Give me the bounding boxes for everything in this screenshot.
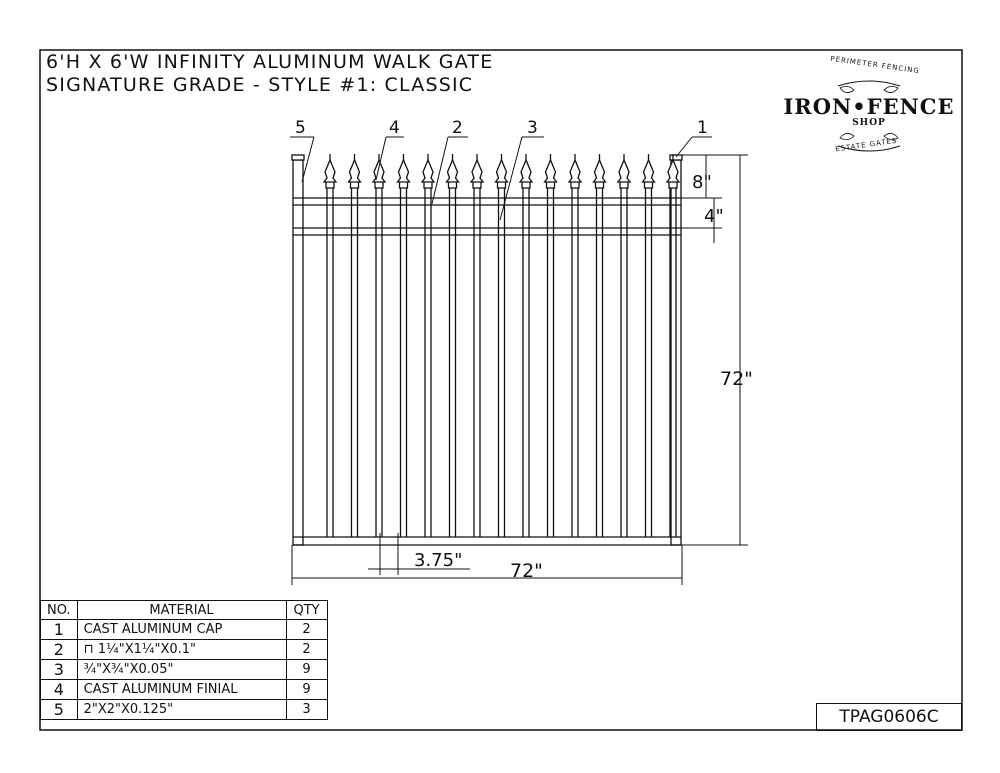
bom-qty: 9	[285, 659, 328, 680]
bom-header-qty: QTY	[285, 600, 328, 620]
bom-material: ¾"X¾"X0.05"	[76, 659, 287, 680]
bom-no: 5	[40, 699, 78, 720]
post-cap	[291, 154, 305, 161]
logo-sub-text: SHOP	[852, 118, 886, 128]
bom-material: CAST ALUMINUM CAP	[76, 619, 287, 640]
logo-main-text: IRON•FENCE	[783, 94, 955, 119]
bom-no: 1	[40, 619, 78, 640]
finial-icon	[567, 158, 583, 189]
finial-icon	[494, 158, 509, 189]
dim-width: 72"	[510, 560, 543, 582]
finial-icon	[469, 158, 485, 189]
bom-row: 3 ¾"X¾"X0.05" 9	[40, 659, 328, 680]
dim-top-gap: 8"	[692, 172, 712, 193]
finial-icon	[347, 158, 362, 189]
bom-no: 2	[40, 639, 78, 660]
bom-material: CAST ALUMINUM FINIAL	[76, 679, 287, 700]
bom-row: 1 CAST ALUMINUM CAP 2	[40, 619, 328, 640]
dim-rail-gap: 4"	[704, 206, 724, 227]
finial-icon	[641, 158, 656, 189]
finial-icon	[592, 158, 607, 189]
drawing-code: TPAG0606C	[816, 703, 962, 731]
bom-material: 2"X2"X0.125"	[76, 699, 287, 720]
bill-of-materials: NO. MATERIAL QTY 1 CAST ALUMINUM CAP 2 2…	[40, 600, 328, 720]
drawing-title-line2: SIGNATURE GRADE - STYLE #1: CLASSIC	[46, 74, 474, 96]
bom-qty: 9	[285, 679, 328, 700]
sheet-border	[39, 49, 963, 731]
bom-header-no: NO.	[40, 600, 78, 620]
callout-4: 4	[389, 118, 400, 138]
post-cap	[669, 154, 683, 161]
finial-icon	[322, 158, 338, 189]
finial-icon	[665, 158, 681, 189]
bom-no: 4	[40, 679, 78, 700]
dim-height: 72"	[720, 368, 753, 390]
finial-icon	[445, 158, 460, 189]
left-post	[292, 159, 304, 546]
finial-icon	[396, 158, 411, 189]
finial-icon	[371, 158, 387, 189]
gate-drawing	[291, 154, 683, 546]
bom-qty: 2	[285, 619, 328, 640]
callout-2: 2	[452, 118, 463, 138]
iron-fence-shop-logo: PERIMETER FENCING IRON•FENCE SHOP ESTATE…	[780, 55, 958, 168]
drawing-title-line1: 6'H X 6'W INFINITY ALUMINUM WALK GATE	[46, 51, 494, 73]
logo-ornament-icon	[837, 80, 901, 152]
finial-icon	[518, 158, 534, 189]
callout-leaders	[290, 136, 712, 221]
bom-row: 4 CAST ALUMINUM FINIAL 9	[40, 679, 328, 700]
bom-no: 3	[40, 659, 78, 680]
bom-row: 5 2"X2"X0.125" 3	[40, 699, 328, 720]
bom-qty: 3	[285, 699, 328, 720]
finial-icon	[616, 158, 632, 189]
callout-3: 3	[527, 118, 538, 138]
dim-picket-spacing: 3.75"	[414, 550, 463, 571]
bom-material: ⊓ 1¼"X1¼"X0.1"	[76, 639, 287, 660]
callout-1: 1	[697, 118, 708, 138]
dimension-lines	[291, 154, 748, 585]
callout-5: 5	[295, 118, 306, 138]
finial-icon	[543, 158, 558, 189]
bom-qty: 2	[285, 639, 328, 660]
bom-row: 2 ⊓ 1¼"X1¼"X0.1" 2	[40, 639, 328, 660]
bom-header-row: NO. MATERIAL QTY	[40, 600, 328, 620]
finial-icon	[420, 158, 436, 189]
bom-header-material: MATERIAL	[76, 600, 287, 620]
